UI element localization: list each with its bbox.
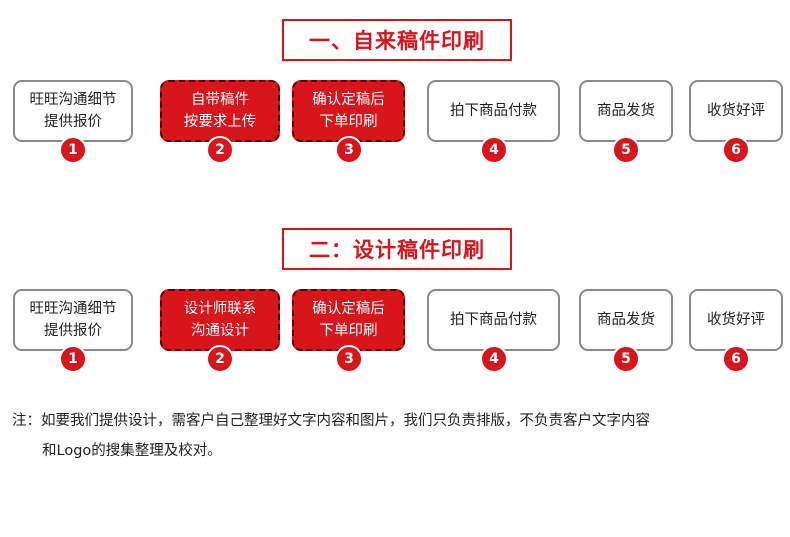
step-label: 商品发货: [597, 312, 655, 328]
step-label: 自带稿件 按要求上传: [183, 92, 257, 130]
step-label: 拍下商品付款: [450, 103, 537, 119]
footnote: 注：如要我们提供设计，需客户自己整理好文字内容和图片，我们只负责排版，不负责客户…: [12, 406, 784, 466]
step-label: 拍下商品付款: [450, 312, 537, 328]
section1-step-4: 拍下商品付款: [427, 80, 560, 142]
step-number-badge: 2: [206, 345, 234, 373]
footnote-line-1: 注：如要我们提供设计，需客户自己整理好文字内容和图片，我们只负责排版，不负责客户…: [12, 413, 650, 429]
step-number-badge: 6: [722, 345, 750, 373]
step-label: 旺旺沟通细节 提供报价: [29, 92, 117, 130]
step-number-badge: 5: [612, 345, 640, 373]
section1-step-6: 收货好评: [689, 80, 783, 142]
footnote-line-2: 和Logo的搜集整理及校对。: [42, 443, 222, 459]
step-label: 收货好评: [707, 103, 765, 119]
section2-step-1: 旺旺沟通细节 提供报价: [13, 289, 133, 351]
step-number-badge: 3: [335, 136, 363, 164]
step-label: 旺旺沟通细节 提供报价: [29, 301, 117, 339]
step-label: 确认定稿后 下单印刷: [312, 92, 385, 130]
section1-title: 一、自来稿件印刷: [282, 19, 512, 61]
step-number-badge: 2: [206, 136, 234, 164]
section1-step-1: 旺旺沟通细节 提供报价: [13, 80, 133, 142]
section1-step-2: 自带稿件 按要求上传: [160, 80, 280, 142]
step-label: 确认定稿后 下单印刷: [312, 301, 385, 339]
step-number-badge: 4: [480, 136, 508, 164]
section2-step-2: 设计师联系 沟通设计: [160, 289, 280, 351]
step-label: 设计师联系 沟通设计: [183, 301, 257, 339]
step-number-badge: 1: [59, 345, 87, 373]
section2-step-4: 拍下商品付款: [427, 289, 560, 351]
section2-step-3: 确认定稿后 下单印刷: [292, 289, 405, 351]
step-number-badge: 3: [335, 345, 363, 373]
step-number-badge: 1: [59, 136, 87, 164]
step-number-badge: 5: [612, 136, 640, 164]
step-number-badge: 6: [722, 136, 750, 164]
section2-step-5: 商品发货: [579, 289, 673, 351]
section2-title: 二：设计稿件印刷: [282, 228, 512, 270]
step-label: 收货好评: [707, 312, 765, 328]
section1-step-5: 商品发货: [579, 80, 673, 142]
step-label: 商品发货: [597, 103, 655, 119]
section2-step-6: 收货好评: [689, 289, 783, 351]
section1-step-3: 确认定稿后 下单印刷: [292, 80, 405, 142]
step-number-badge: 4: [480, 345, 508, 373]
